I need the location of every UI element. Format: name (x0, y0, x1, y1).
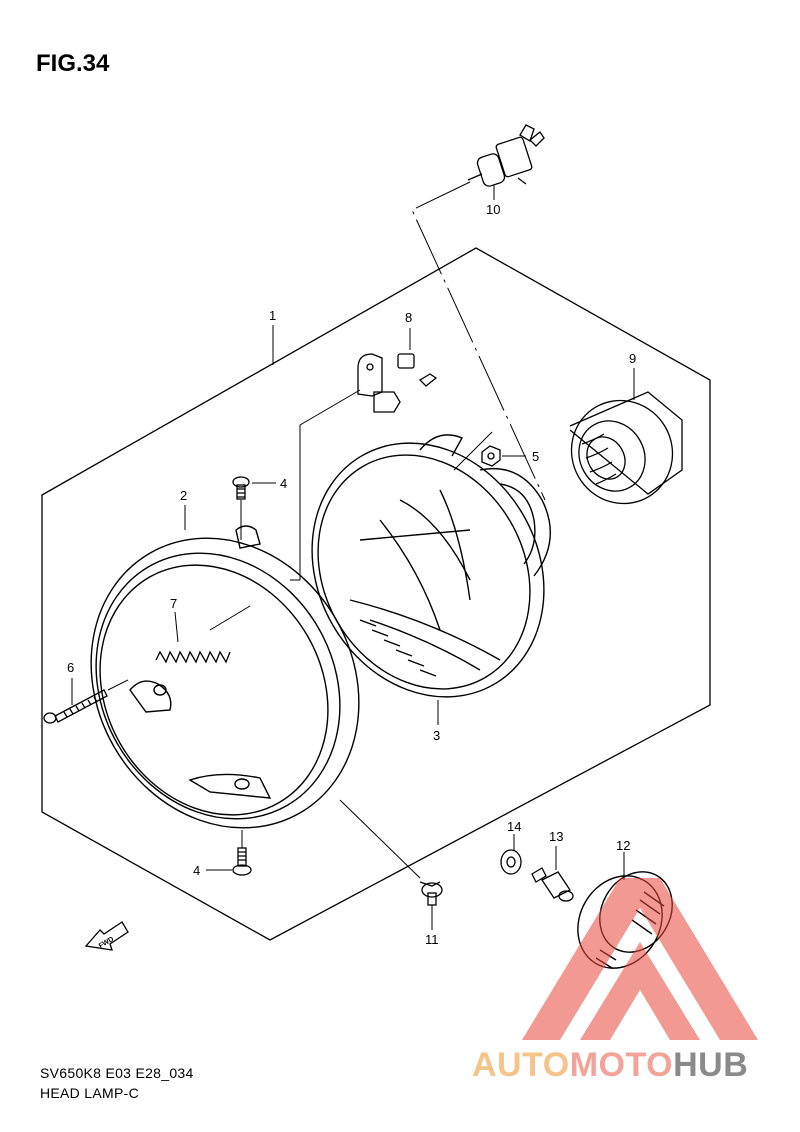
model-code: SV650K8 E03 E28_034 (40, 1065, 194, 1081)
figure-title: FIG.34 (36, 50, 110, 77)
adjusting-screw (43, 689, 108, 724)
screw-upper (232, 476, 250, 500)
watermark-part-moto: MOTO (569, 1046, 674, 1084)
nut-guide-line (453, 431, 493, 471)
callout-7: 7 (170, 596, 177, 611)
spacer (531, 867, 574, 902)
callout-11: 11 (425, 932, 439, 947)
rubber-cap (569, 391, 683, 505)
callout-13: 13 (549, 829, 563, 844)
callout-14: 14 (507, 819, 521, 834)
watermark-part-auto: AUTO (472, 1046, 570, 1084)
callout-12: 12 (616, 838, 630, 853)
bulb (467, 124, 545, 187)
callout-4-lower: 4 (193, 863, 200, 878)
screw-lower (232, 847, 252, 876)
screw-11-guide (339, 799, 421, 879)
nut (481, 445, 501, 467)
lamp-unit (311, 434, 552, 698)
watermark-text: AUTOMOTOHUB (472, 1046, 748, 1085)
callout-2: 2 (180, 488, 187, 503)
adjuster-bracket (357, 353, 438, 413)
callout-8: 8 (405, 310, 412, 325)
callout-6: 6 (67, 660, 74, 675)
bracket-guide-line (290, 389, 361, 581)
watermark-logo-icon (522, 878, 758, 1040)
assembly-outline (41, 247, 711, 941)
spring-guide (209, 605, 251, 631)
callout-9: 9 (629, 351, 636, 366)
leader-7 (174, 611, 179, 643)
callout-5: 5 (532, 449, 539, 464)
screw-11 (419, 881, 443, 906)
bulb-guide-line (411, 181, 546, 501)
callout-10: 10 (486, 202, 500, 217)
fwd-arrow: FWD (84, 921, 129, 951)
washer (500, 849, 522, 875)
screw-6-guide (107, 679, 129, 691)
adjusting-spring (155, 650, 231, 664)
section-name: HEAD LAMP-C (40, 1085, 139, 1101)
watermark-part-hub: HUB (673, 1046, 749, 1084)
lamp-housing-ring (90, 525, 360, 829)
callout-3: 3 (433, 728, 440, 743)
callout-4-upper: 4 (280, 476, 287, 491)
callout-1: 1 (269, 308, 276, 323)
